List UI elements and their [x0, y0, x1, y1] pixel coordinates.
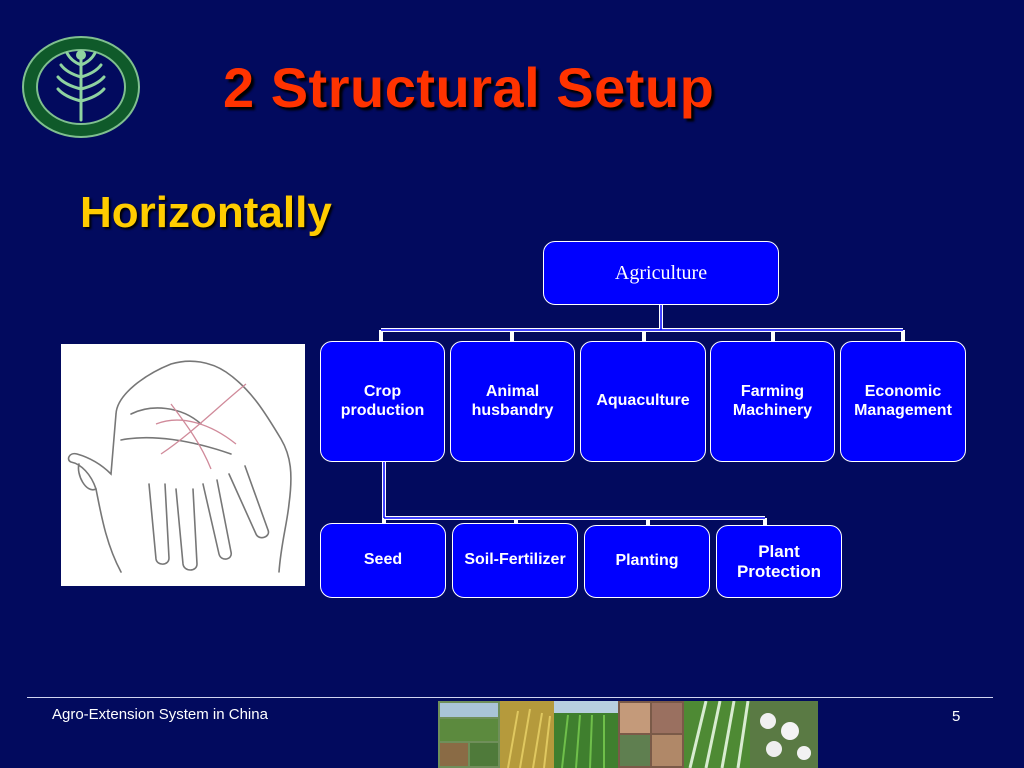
org-node-label: Agriculture: [614, 261, 708, 284]
org-node-farming-machinery: Farming Machinery: [710, 341, 835, 462]
hand-sketch-image: [61, 344, 305, 586]
org-node-label: Crop production: [340, 383, 425, 419]
org-node-crop-production: Crop production: [320, 341, 445, 462]
organization-logo: [22, 36, 140, 138]
org-node-label: Seed: [363, 551, 403, 569]
org-node-planting: Planting: [584, 525, 710, 598]
org-node-agriculture: Agriculture: [543, 241, 779, 305]
org-node-label: Plant Protection: [736, 541, 822, 581]
org-node-label: Aquaculture: [596, 392, 690, 410]
org-node-economic-management: Economic Management: [840, 341, 966, 462]
org-node-soil-fertilizer: Soil-Fertilizer: [452, 523, 578, 598]
org-node-label: Farming Machinery: [732, 383, 813, 419]
org-node-label: Economic Management: [854, 383, 952, 419]
footer-divider: [27, 697, 993, 698]
page-number: 5: [952, 708, 961, 725]
slide-subtitle: Horizontally: [80, 188, 332, 237]
slide-title: 2 Structural Setup: [223, 56, 715, 119]
org-node-seed: Seed: [320, 523, 446, 598]
org-node-plant-protection: Plant Protection: [716, 525, 842, 598]
org-node-animal-husbandry: Animal husbandry: [450, 341, 575, 462]
footer-text: Agro-Extension System in China: [52, 706, 268, 723]
org-node-label: Soil-Fertilizer: [464, 551, 566, 569]
org-node-label: Planting: [615, 552, 679, 570]
org-node-label: Animal husbandry: [471, 383, 554, 419]
agriculture-photo-collage: [438, 701, 818, 768]
org-node-aquaculture: Aquaculture: [580, 341, 706, 462]
